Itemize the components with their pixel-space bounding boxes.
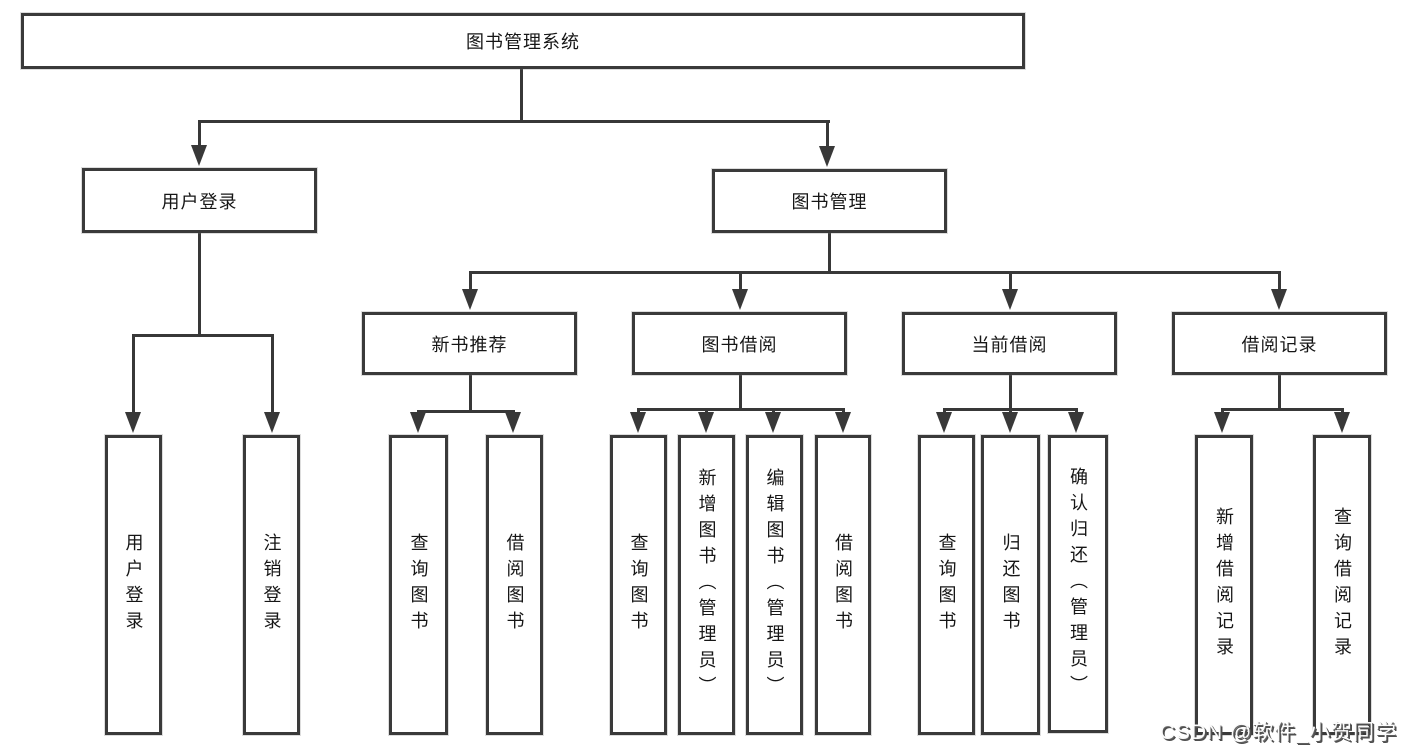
leaf-edit-book-admin: 编辑图书（管理员） [746, 435, 803, 735]
arrowhead-icon [462, 289, 478, 310]
arrowhead-icon [1214, 412, 1230, 433]
arrowhead-icon [1334, 412, 1350, 433]
arrowhead-icon [505, 412, 521, 433]
arrowhead-icon [765, 412, 781, 433]
node-borrow-records: 借阅记录 [1172, 312, 1387, 375]
arrowhead-icon [732, 289, 748, 310]
connector-line [1277, 375, 1281, 411]
connector-line [942, 408, 946, 415]
leaf-query-books-2: 查询图书 [610, 435, 667, 735]
connector-line [520, 69, 523, 120]
connector-line [1220, 408, 1224, 415]
leaf-query-borrow-record: 查询借阅记录 [1313, 435, 1371, 735]
connector-line [738, 271, 742, 292]
leaf-add-borrow-record: 新增借阅记录 [1195, 435, 1253, 735]
arrowhead-icon [264, 412, 280, 433]
arrowhead-icon [1271, 289, 1287, 310]
connector-line [131, 334, 135, 415]
connector-line [1008, 408, 1012, 415]
node-current-borrow: 当前借阅 [902, 312, 1117, 375]
leaf-borrow-books-1: 借阅图书 [486, 435, 543, 735]
node-new-book-recommend: 新书推荐 [362, 312, 577, 375]
connector-line [1277, 271, 1281, 292]
arrowhead-icon [1002, 289, 1018, 310]
node-system-root: 图书管理系统 [21, 13, 1025, 69]
connector-line [1008, 271, 1012, 292]
connector-line [468, 271, 472, 292]
connector-line [771, 408, 775, 415]
node-book-management: 图书管理 [712, 169, 947, 233]
connector-line [841, 408, 845, 415]
connector-line [1074, 408, 1078, 415]
connector-line [704, 408, 708, 415]
arrowhead-icon [1068, 412, 1084, 433]
connector-line [1008, 375, 1012, 411]
arrowhead-icon [819, 146, 835, 167]
connector-line [825, 120, 829, 149]
connector-line [1340, 408, 1344, 415]
csdn-watermark: CSDN @软件_小贺同学 [1159, 721, 1397, 744]
leaf-borrow-books-2: 借阅图书 [815, 435, 871, 735]
connector-line [1220, 408, 1344, 411]
leaf-confirm-return-admin: 确认归还（管理员） [1048, 435, 1108, 733]
connector-line [197, 233, 201, 337]
connector-line [468, 375, 472, 413]
connector-line [416, 410, 515, 413]
arrowhead-icon [835, 412, 851, 433]
arrowhead-icon [630, 412, 646, 433]
arrowhead-icon [936, 412, 952, 433]
node-book-borrow: 图书借阅 [632, 312, 847, 375]
connector-line [270, 334, 274, 415]
arrowhead-icon [1002, 412, 1018, 433]
connector-line [198, 120, 830, 123]
leaf-logout: 注销登录 [243, 435, 300, 735]
leaf-add-book-admin: 新增图书（管理员） [678, 435, 735, 735]
connector-line [197, 120, 201, 148]
leaf-return-book: 归还图书 [981, 435, 1040, 735]
arrowhead-icon [410, 412, 426, 433]
connector-line [131, 334, 274, 337]
connector-line [468, 271, 1281, 274]
leaf-user-login: 用户登录 [105, 435, 162, 735]
connector-line [738, 375, 742, 411]
leaf-query-books-3: 查询图书 [918, 435, 975, 735]
connector-line [636, 408, 640, 415]
connector-line [636, 408, 845, 411]
node-user-login: 用户登录 [82, 168, 317, 233]
arrowhead-icon [191, 145, 207, 166]
connector-line [828, 233, 831, 274]
arrowhead-icon [698, 412, 714, 433]
arrowhead-icon [125, 412, 141, 433]
leaf-query-books-1: 查询图书 [389, 435, 448, 735]
